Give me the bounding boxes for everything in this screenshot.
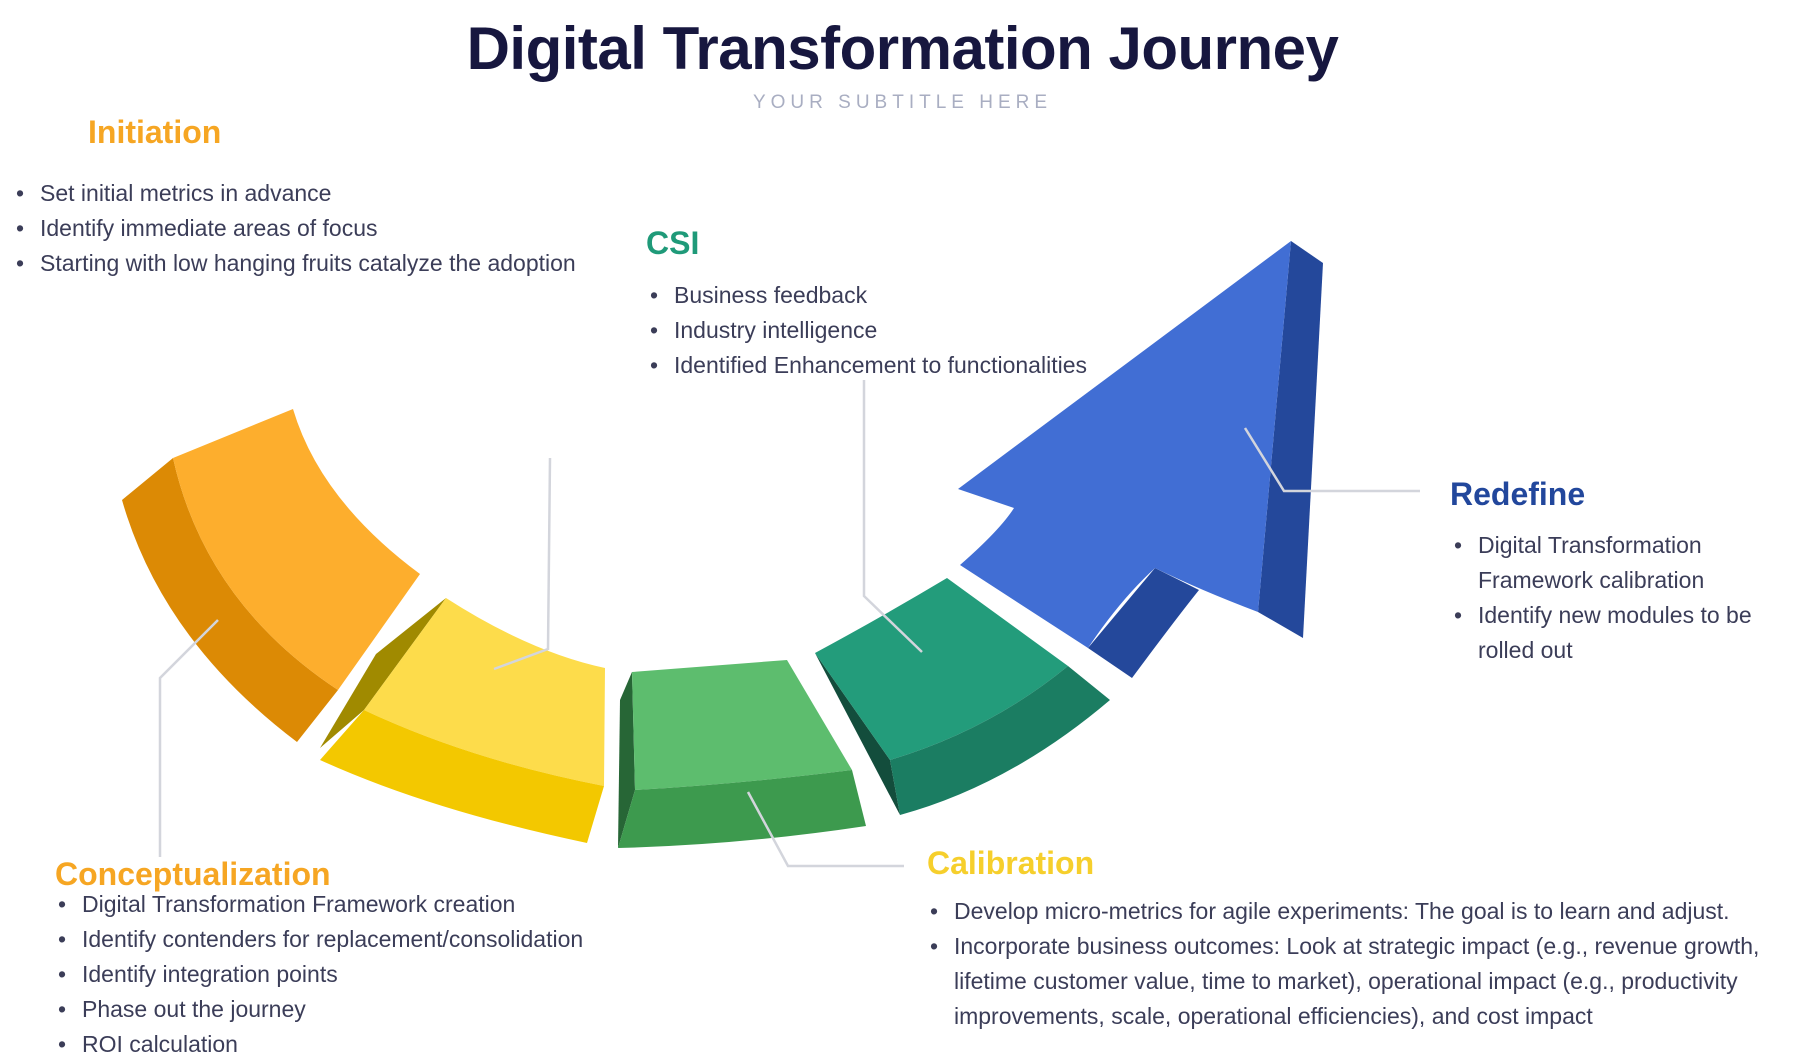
list-item: Identified Enhancement to functionalitie…	[646, 348, 1146, 383]
list-item: Identify immediate areas of focus	[12, 211, 652, 246]
segment-green-side-dark	[618, 672, 635, 848]
list-item: Develop micro-metrics for agile experime…	[926, 894, 1776, 929]
list-item: Set initial metrics in advance	[12, 176, 652, 211]
stage-csi-title: CSI	[646, 225, 700, 261]
stage-calibration-list: Develop micro-metrics for agile experime…	[926, 894, 1776, 1034]
page-title: Digital Transformation Journey	[466, 15, 1339, 82]
list-item: Incorporate business outcomes: Look at s…	[926, 929, 1776, 1034]
segment-initiation-side	[122, 458, 338, 742]
stage-initiation-list: Set initial metrics in advance Identify …	[12, 176, 652, 281]
list-item: Identify contenders for replacement/cons…	[54, 922, 694, 957]
segment-redefine-arrow	[958, 241, 1323, 678]
stage-redefine-list: Digital Transformation Framework calibra…	[1450, 528, 1785, 668]
list-item: Industry intelligence	[646, 313, 1146, 348]
segment-yellow-front	[320, 710, 604, 843]
segment-green-front	[618, 770, 866, 848]
arrow-side-lower	[1088, 568, 1199, 678]
segment-green	[618, 660, 866, 848]
arrow-side-right	[1258, 241, 1323, 638]
list-item: Identify integration points	[54, 957, 694, 992]
connector-redefine	[1243, 427, 1420, 493]
list-item: Starting with low hanging fruits catalyz…	[12, 246, 652, 281]
segment-initiation-top	[173, 409, 420, 690]
connector-initiation	[493, 457, 552, 671]
list-item: Digital Transformation Framework calibra…	[1450, 528, 1785, 598]
list-item: Digital Transformation Framework creatio…	[54, 887, 694, 922]
segment-yellow-side-dark	[320, 598, 446, 748]
segment-yellow-top	[364, 598, 605, 786]
stage-initiation-title: Initiation	[88, 114, 222, 150]
list-item: Identify new modules to be rolled out	[1450, 598, 1785, 668]
segment-csi-front	[890, 666, 1110, 815]
stage-csi-list: Business feedback Industry intelligence …	[646, 278, 1146, 383]
segment-yellow	[320, 598, 605, 843]
stage-redefine-title: Redefine	[1450, 476, 1586, 512]
stage-conceptualization-title: Conceptualization	[55, 856, 331, 892]
arrow-face	[958, 241, 1291, 648]
page-subtitle: YOUR SUBTITLE HERE	[752, 92, 1053, 113]
list-item: Phase out the journey	[54, 992, 694, 1027]
connector-conceptualization	[158, 619, 219, 857]
connector-csi	[862, 380, 923, 653]
segment-csi	[815, 578, 1110, 815]
connector-calibration	[746, 791, 904, 868]
segment-initiation	[122, 409, 420, 742]
list-item: Business feedback	[646, 278, 1146, 313]
stage-conceptualization-list: Digital Transformation Framework creatio…	[54, 887, 694, 1062]
stage-calibration-title: Calibration	[927, 845, 1095, 881]
segment-csi-top	[815, 578, 1068, 760]
list-item: ROI calculation	[54, 1027, 694, 1062]
segment-green-top	[632, 660, 852, 790]
connector-lines	[158, 380, 1420, 868]
segment-csi-side-dark	[815, 653, 900, 815]
